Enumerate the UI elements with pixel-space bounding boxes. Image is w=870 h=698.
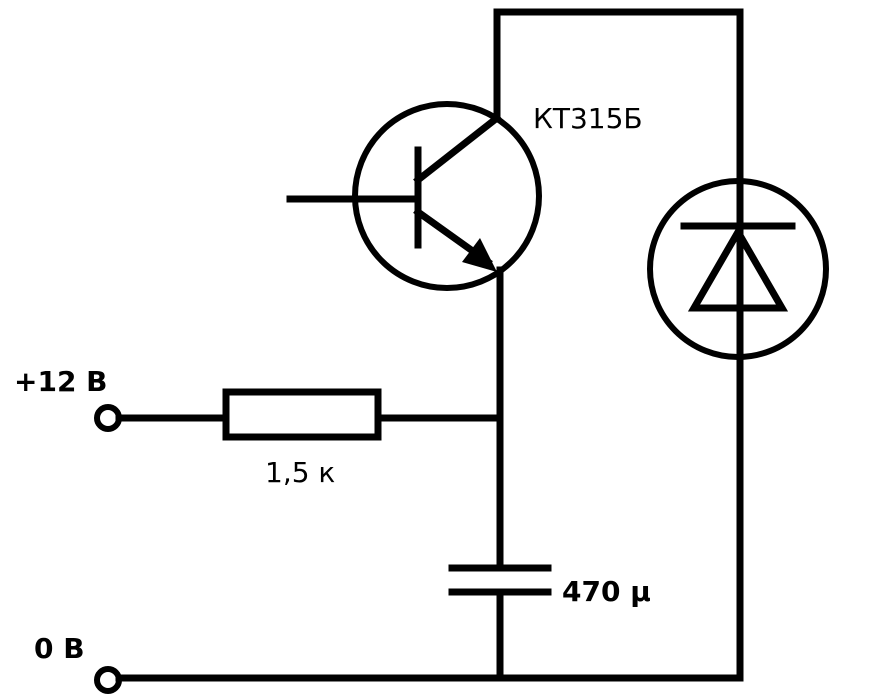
transistor-collector-lead [413, 113, 502, 185]
capacitor-icon [448, 564, 552, 596]
wire-collector-top-loop [493, 8, 744, 200]
capacitor-value-label: 470 µ [562, 575, 651, 608]
lamp-diode-icon [647, 178, 829, 361]
transistor-label: КТ315Б [533, 102, 643, 135]
transistor-icon [286, 101, 542, 291]
transistor-emitter-arrow [462, 238, 497, 272]
supply-positive-label: +12 В [14, 365, 108, 398]
resistor-value-label: 1,5 к [265, 456, 335, 489]
ground-label: 0 В [34, 632, 85, 665]
resistor-icon [222, 388, 382, 441]
